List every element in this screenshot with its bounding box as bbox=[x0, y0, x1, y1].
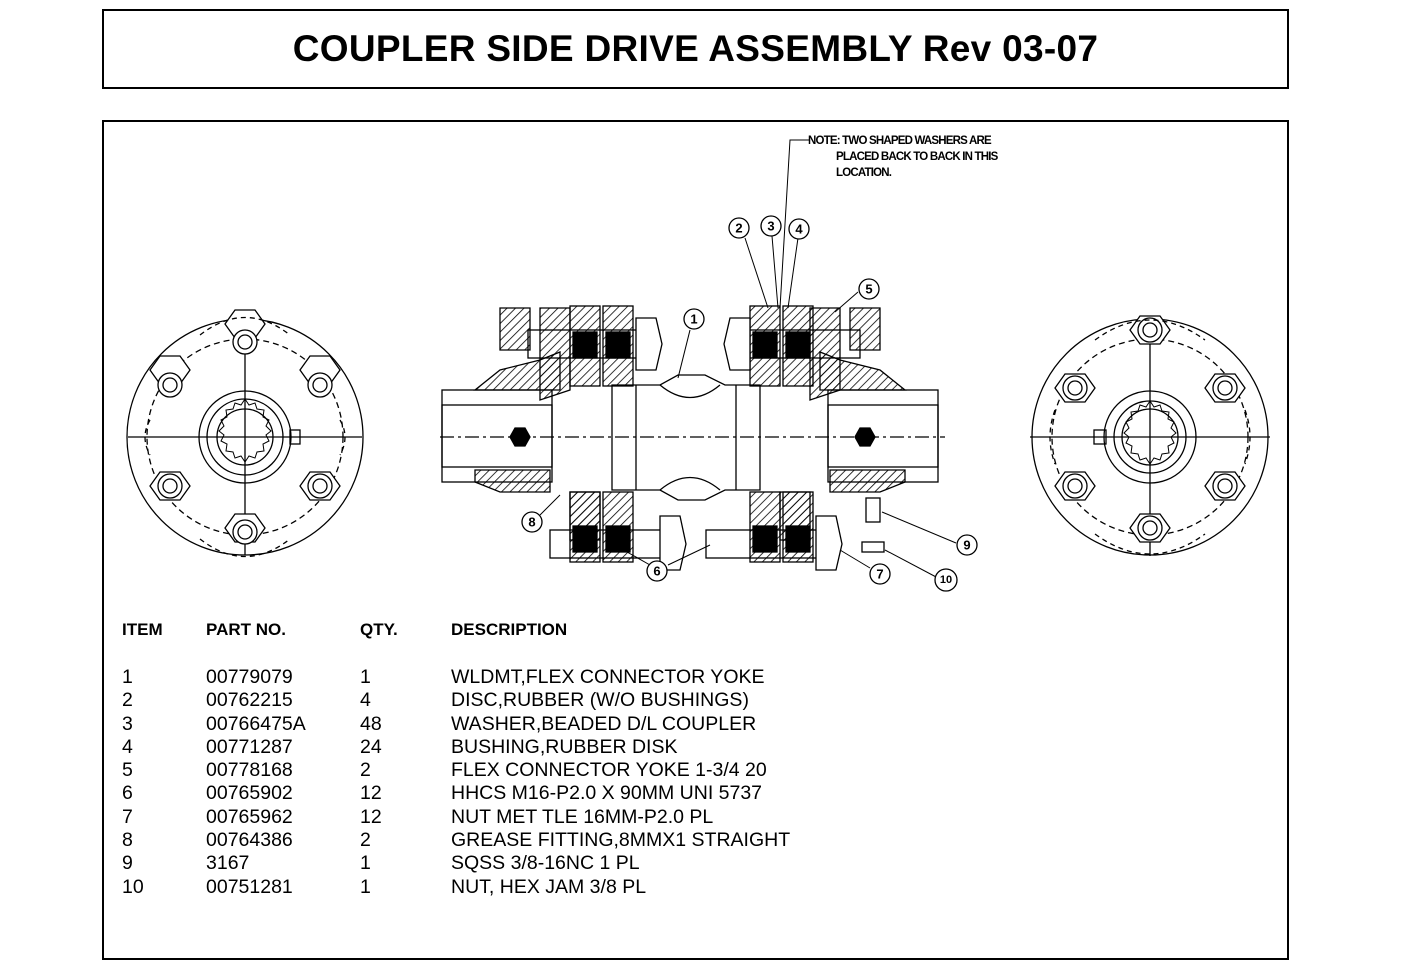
row-qty: 12 bbox=[360, 782, 382, 805]
row-item: 4 bbox=[122, 735, 133, 758]
right-end-view bbox=[1030, 315, 1270, 556]
header-qty: QTY. bbox=[360, 620, 398, 639]
row-item: 7 bbox=[122, 805, 133, 828]
table-row: 2 00762215 4 DISC,RUBBER (W/O BUSHINGS) bbox=[122, 689, 951, 712]
callout-label-6: 6 bbox=[653, 564, 660, 579]
row-description: SQSS 3/8-16NC 1 PL bbox=[451, 852, 640, 875]
callout-5 bbox=[858, 278, 880, 300]
row-qty: 2 bbox=[360, 759, 371, 782]
table-row: 4 00771287 24 BUSHING,RUBBER DISK bbox=[122, 736, 951, 759]
callout-3 bbox=[760, 215, 782, 237]
callout-label-2: 2 bbox=[735, 221, 742, 236]
parts-table-body: 1 00779079 1 WLDMT,FLEX CONNECTOR YOKE 2 0076… bbox=[122, 666, 951, 899]
row-qty: 24 bbox=[360, 735, 382, 758]
callout-label-3: 3 bbox=[767, 219, 774, 234]
callout-label-5: 5 bbox=[865, 282, 872, 297]
header-part-no: PART NO. bbox=[206, 620, 286, 639]
page-title: COUPLER SIDE DRIVE ASSEMBLY Rev 03-07 bbox=[292, 28, 1099, 69]
callout-2 bbox=[728, 217, 750, 239]
row-part-no: 00751281 bbox=[206, 875, 293, 898]
note-line-2: PLACED BACK TO BACK IN THIS bbox=[836, 151, 998, 163]
row-description: NUT MET TLE 16MM-P2.0 PL bbox=[451, 805, 714, 828]
row-item: 9 bbox=[122, 852, 133, 875]
row-item: 8 bbox=[122, 829, 133, 852]
row-description: WLDMT,FLEX CONNECTOR YOKE bbox=[451, 666, 765, 688]
note-line-1: NOTE: TWO SHAPED WASHERS ARE bbox=[808, 135, 992, 147]
row-qty: 1 bbox=[360, 852, 371, 875]
row-qty: 1 bbox=[360, 666, 371, 688]
row-item: 5 bbox=[122, 759, 133, 782]
row-description: HHCS M16-P2.0 X 90MM UNI 5737 bbox=[451, 782, 763, 805]
row-item: 3 bbox=[122, 712, 133, 735]
callout-9 bbox=[956, 534, 978, 556]
row-description: WASHER,BEADED D/L COUPLER bbox=[451, 712, 757, 735]
row-item: 2 bbox=[122, 689, 133, 712]
header-description: DESCRIPTION bbox=[451, 620, 568, 639]
section-view bbox=[440, 305, 945, 571]
row-part-no: 00779079 bbox=[206, 666, 293, 688]
callout-label-4: 4 bbox=[795, 222, 803, 237]
left-end-view bbox=[126, 309, 364, 558]
callout-label-8: 8 bbox=[528, 515, 535, 530]
row-description: GREASE FITTING,8MMX1 STRAIGHT bbox=[451, 829, 791, 852]
parts-table: ITEM PART NO. QTY. DESCRIPTION 1 00779079… bbox=[122, 620, 951, 899]
row-part-no: 00765962 bbox=[206, 805, 293, 828]
table-row: 5 00778168 2 FLEX CONNECTOR YOKE 1-3/4 20 bbox=[122, 759, 951, 782]
table-row: 6 00765902 12 HHCS M16-P2.0 X 90MM UNI 5737 bbox=[122, 782, 951, 805]
table-row: 7 00765962 12 NUT MET TLE 16MM-P2.0 PL bbox=[122, 806, 951, 829]
row-qty: 4 bbox=[360, 689, 371, 712]
assembly-note: NOTE: TWO SHAPED WASHERS ARE PLACED BACK… bbox=[808, 133, 998, 181]
callout-8 bbox=[521, 511, 543, 533]
leader-lines bbox=[539, 139, 957, 579]
row-qty: 48 bbox=[360, 712, 382, 735]
row-part-no: 00762215 bbox=[206, 689, 293, 712]
row-description: DISC,RUBBER (W/O BUSHINGS) bbox=[451, 689, 749, 712]
table-row: 10 00751281 1 NUT, HEX JAM 3/8 PL bbox=[122, 876, 951, 899]
table-row: 1 00779079 1 WLDMT,FLEX CONNECTOR YOKE bbox=[122, 666, 951, 689]
parts-table-header: ITEM PART NO. QTY. DESCRIPTION bbox=[122, 620, 951, 642]
title-box: COUPLER SIDE DRIVE ASSEMBLY Rev 03-07 bbox=[102, 9, 1289, 89]
callout-label-10: 10 bbox=[940, 574, 952, 586]
callout-4 bbox=[788, 218, 810, 240]
callout-1 bbox=[683, 308, 705, 330]
row-qty: 2 bbox=[360, 829, 371, 852]
row-part-no: 00778168 bbox=[206, 759, 293, 782]
callout-6 bbox=[646, 560, 668, 582]
row-part-no: 00765902 bbox=[206, 782, 293, 805]
row-description: NUT, HEX JAM 3/8 PL bbox=[451, 875, 647, 898]
row-part-no: 00764386 bbox=[206, 829, 293, 852]
callout-label-9: 9 bbox=[963, 538, 970, 553]
row-part-no: 00771287 bbox=[206, 735, 293, 758]
row-qty: 12 bbox=[360, 805, 382, 828]
callout-label-1: 1 bbox=[690, 312, 697, 327]
table-row: 3 00766475A 48 WASHER,BEADED D/L COUPLER bbox=[122, 713, 951, 736]
row-item: 10 bbox=[122, 875, 144, 898]
table-row: 8 00764386 2 GREASE FITTING,8MMX1 STRAIGHT bbox=[122, 829, 951, 852]
callout-label-7: 7 bbox=[876, 567, 883, 582]
row-description: BUSHING,RUBBER DISK bbox=[451, 735, 678, 758]
row-part-no: 00766475A bbox=[206, 712, 306, 735]
callout-10 bbox=[934, 568, 958, 592]
row-part-no: 3167 bbox=[206, 852, 250, 875]
note-line-3: LOCATION. bbox=[836, 167, 892, 179]
table-row: 9 3167 1 SQSS 3/8-16NC 1 PL bbox=[122, 852, 951, 875]
row-qty: 1 bbox=[360, 875, 371, 898]
callouts bbox=[521, 215, 978, 592]
row-description: FLEX CONNECTOR YOKE 1-3/4 20 bbox=[451, 759, 767, 782]
row-item: 6 bbox=[122, 782, 133, 805]
callout-7 bbox=[869, 563, 891, 585]
header-item: ITEM bbox=[122, 620, 163, 639]
row-item: 1 bbox=[122, 666, 133, 688]
